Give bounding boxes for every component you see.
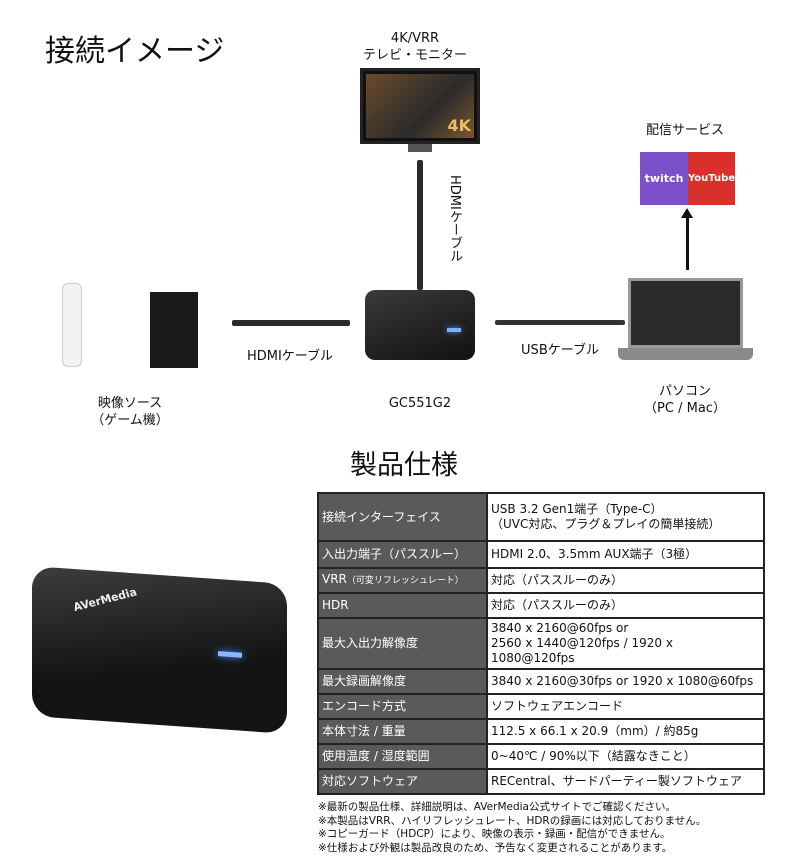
spec-row: 入出力端子（パススルー） HDMI 2.0、3.5mm AUX端子（3極）	[317, 540, 765, 569]
spec-value: 対応（パススルーのみ）	[486, 592, 765, 619]
spec-row: 最大録画解像度 3840 x 2160@30fps or 1920 x 1080@…	[317, 668, 765, 695]
spec-key: VRR（可変リフレッシュレート）	[317, 567, 488, 594]
notes: ※最新の製品仕様、詳細説明は、AVerMedia公式サイトでご確認ください。 ※…	[318, 801, 706, 855]
spec-row: 使用温度 / 湿度範囲 0~40℃ / 90%以下（結露なきこと）	[317, 743, 765, 770]
spec-value-line: 対応（パススルーのみ）	[491, 573, 624, 587]
spec-value-line: 3840 x 2160@60fps or	[491, 621, 629, 635]
spec-value-line: 0~40℃ / 90%以下（結露なきこと）	[491, 749, 696, 763]
spec-key: 最大入出力解像度	[317, 617, 488, 670]
spec-value-line: 3840 x 2160@30fps or 1920 x 1080@60fps	[491, 674, 754, 688]
spec-key-text: 接続インターフェイス	[322, 509, 441, 524]
product-image: AVerMedia	[32, 566, 287, 734]
device-label: GC551G2	[388, 396, 452, 411]
spec-value: HDMI 2.0、3.5mm AUX端子（3極）	[486, 540, 765, 569]
spec-key: 最大録画解像度	[317, 668, 488, 695]
spec-row: 本体寸法 / 重量 112.5 x 66.1 x 20.9（mm）/ 約85g	[317, 718, 765, 745]
spec-value-line: （UVC対応、プラグ＆プレイの簡単接続）	[491, 517, 721, 531]
spec-value-line: HDMI 2.0、3.5mm AUX端子（3極）	[491, 547, 698, 561]
note: ※本製品はVRR、ハイリフレッシュレート、HDRの録画には対応しておりません。	[318, 814, 707, 827]
spec-key-text: 最大録画解像度	[322, 674, 407, 688]
usb-cable-label: USBケーブル	[521, 343, 599, 358]
note: ※最新の製品仕様、詳細説明は、AVerMedia公式サイトでご確認ください。	[318, 801, 676, 813]
spec-key: HDR	[317, 592, 488, 619]
spec-row: HDR 対応（パススルーのみ）	[317, 592, 765, 619]
tv-label-line: 4K/VRR	[390, 31, 440, 46]
pc-label-line: パソコン	[658, 384, 711, 399]
spec-row: 接続インターフェイス USB 3.2 Gen1端子（Type-C）（UVC対応、プ…	[317, 492, 765, 542]
spec-value-line: ソフトウェアエンコード	[491, 699, 624, 713]
diagram-title: 接続イメージ	[45, 34, 225, 69]
spec-key-text: VRR	[322, 572, 347, 586]
spec-value: RECentral、サードパーティー製ソフトウェア	[486, 768, 765, 795]
hdmi-cable-vertical-image	[417, 160, 423, 290]
laptop-screen	[628, 278, 743, 348]
pc-label-line: （PC / Mac）	[644, 401, 726, 416]
spec-value-line: 112.5 x 66.1 x 20.9（mm）/ 約85g	[491, 724, 699, 738]
spec-value-line: RECentral、サードパーティー製ソフトウェア	[491, 774, 742, 788]
spec-key-text: HDR	[322, 598, 349, 612]
gc551g2-image	[365, 290, 475, 360]
spec-key-text: 最大入出力解像度	[322, 636, 419, 650]
spec-value-line: USB 3.2 Gen1端子（Type-C）	[491, 502, 663, 516]
laptop-base	[618, 348, 753, 360]
source-label-line: （ゲーム機）	[91, 413, 169, 428]
tv-label-line: テレビ・モニター	[362, 48, 467, 63]
spec-value: ソフトウェアエンコード	[486, 693, 765, 720]
youtube-logo: YouTube	[688, 152, 735, 205]
spec-value: USB 3.2 Gen1端子（Type-C）（UVC対応、プラグ＆プレイの簡単接…	[486, 492, 765, 542]
ps5-image	[62, 283, 82, 367]
spec-row: VRR（可変リフレッシュレート）対応（パススルーのみ）	[317, 567, 765, 594]
spec-row: エンコード方式 ソフトウェアエンコード	[317, 693, 765, 720]
note: ※コピーガード（HDCP）により、映像の表示・録画・配信ができません。	[318, 828, 671, 840]
hdmi-cable-vertical-label: HDMIケーブル	[447, 175, 462, 262]
arrow-head-icon	[681, 208, 693, 218]
spec-value-line: 1080@120fps	[491, 651, 575, 665]
hdmi-cable-image	[232, 320, 350, 326]
spec-key: 本体寸法 / 重量	[317, 718, 488, 745]
spec-row: 対応ソフトウェア RECentral、サードパーティー製ソフトウェア	[317, 768, 765, 795]
spec-table: 接続インターフェイス USB 3.2 Gen1端子（Type-C）（UVC対応、プ…	[317, 492, 765, 795]
spec-value-line: 2560 x 1440@120fps / 1920 x	[491, 636, 673, 650]
spec-key-text: 対応ソフトウェア	[322, 774, 419, 788]
spec-value: 112.5 x 66.1 x 20.9（mm）/ 約85g	[486, 718, 765, 745]
tv-image: 4K	[360, 68, 480, 144]
arrow-up-icon	[686, 215, 689, 270]
spec-value: 対応（パススルーのみ）	[486, 567, 765, 594]
hdmi-cable-label: HDMIケーブル	[246, 349, 334, 364]
tv-label: 4K/VRR テレビ・モニター	[350, 30, 480, 64]
source-label-line: 映像ソース	[97, 396, 163, 411]
spec-key-note: （可変リフレッシュレート）	[346, 576, 464, 586]
spec-key: 対応ソフトウェア	[317, 768, 488, 795]
usb-cable-image	[495, 320, 625, 325]
spec-key: エンコード方式	[317, 693, 488, 720]
tv-stand	[408, 144, 432, 152]
spec-value: 0~40℃ / 90%以下（結露なきこと）	[486, 743, 765, 770]
product-logo: AVerMedia	[71, 585, 139, 615]
note: ※仕様および外観は製品改良のため、予告なく変更されることがあります。	[318, 841, 673, 854]
spec-key-text: エンコード方式	[322, 699, 407, 713]
spec-value-line: 対応（パススルーのみ）	[491, 598, 624, 612]
spec-key-text: 本体寸法 / 重量	[322, 724, 406, 738]
spec-key: 使用温度 / 湿度範囲	[317, 743, 488, 770]
spec-key-text: 入出力端子（パススルー）	[322, 547, 467, 561]
spec-key-text: 使用温度 / 湿度範囲	[322, 749, 430, 763]
twitch-logo: twitch	[640, 152, 688, 205]
pc-label: パソコン （PC / Mac）	[630, 383, 740, 417]
spec-key: 入出力端子（パススルー）	[317, 540, 488, 569]
spec-value: 3840 x 2160@30fps or 1920 x 1080@60fps	[486, 668, 765, 695]
xbox-image	[150, 292, 198, 368]
source-label: 映像ソース （ゲーム機）	[80, 395, 180, 429]
streaming-label: 配信サービス	[645, 123, 724, 138]
tv-badge: 4K	[447, 116, 471, 135]
specs-title: 製品仕様	[350, 450, 458, 481]
spec-key: 接続インターフェイス	[317, 492, 488, 542]
